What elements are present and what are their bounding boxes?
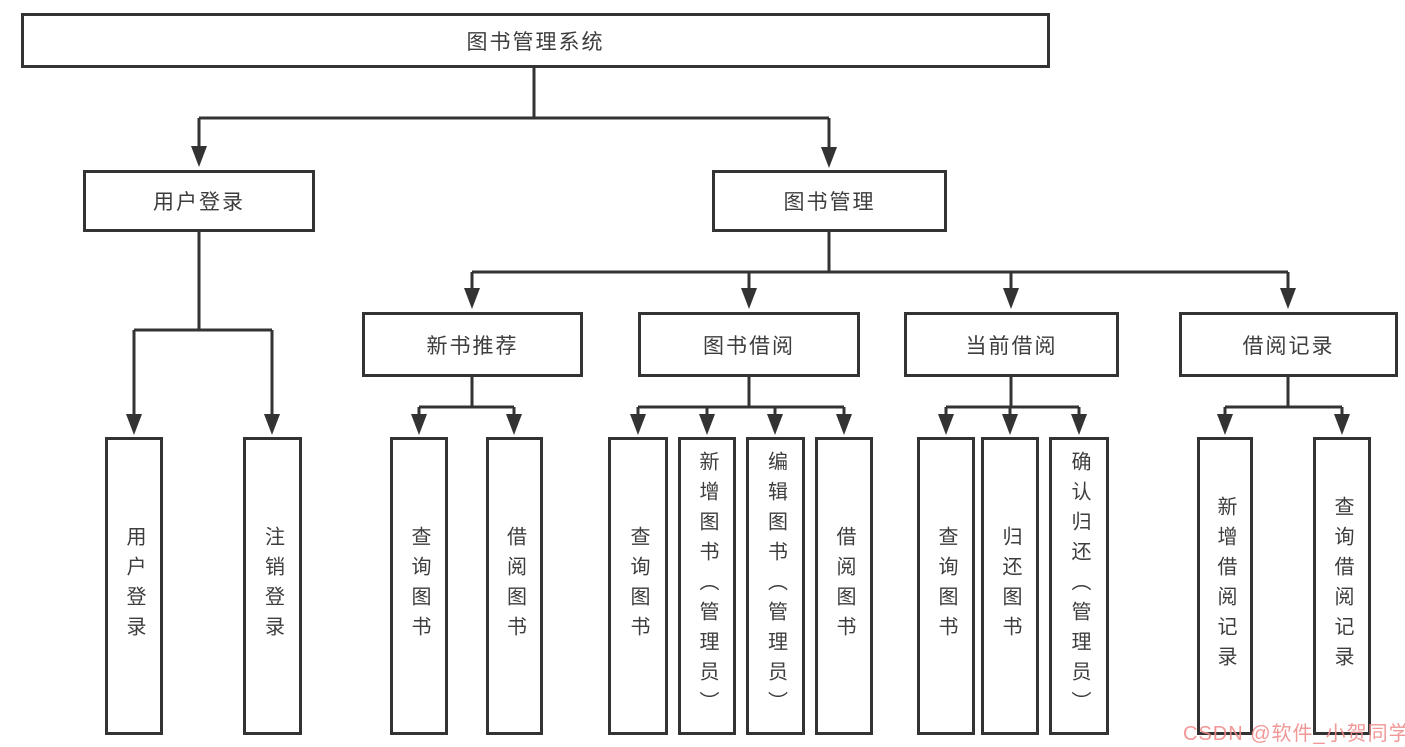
leaf-borrow-add-books-admin: 新增图书（管理员） [678,437,736,735]
leaf-borrow-borrow-books: 借阅图书 [815,437,873,735]
leaf-borrow-query-books: 查询图书 [608,437,668,735]
leaf-logout: 注销登录 [243,437,302,735]
leaf-current-confirm-return-admin: 确认归还（管理员） [1049,437,1109,735]
arrowheads-level2 [191,146,837,168]
leaf-label: 编辑图书（管理员） [764,451,787,721]
node-book-borrow: 图书借阅 [638,312,860,377]
leaf-recommend-query-books: 查询图书 [390,437,448,735]
leaf-label: 新增借阅记录 [1214,496,1236,676]
leaf-current-query-books: 查询图书 [917,437,975,735]
node-user-login: 用户登录 [83,170,315,232]
leaf-borrow-edit-books-admin: 编辑图书（管理员） [746,437,805,735]
leaf-label: 注销登录 [261,526,284,646]
leaf-records-query-record: 查询借阅记录 [1313,437,1371,735]
leaf-records-add-record: 新增借阅记录 [1197,437,1253,735]
connector-borrow-children [636,377,846,417]
node-root: 图书管理系统 [21,13,1050,68]
connector-management-sections [470,232,1290,291]
leaf-current-return-books: 归还图书 [981,437,1039,735]
leaf-label: 用户登录 [123,526,145,646]
leaf-label: 归还图书 [999,526,1021,646]
leaf-label: 查询图书 [935,526,957,646]
connector-root-to-level2 [197,68,831,150]
node-book-management: 图书管理 [712,170,947,232]
arrowheads-level3 [464,288,1296,309]
leaf-label: 查询借阅记录 [1331,496,1353,676]
node-borrow-records: 借阅记录 [1179,312,1398,377]
arrowheads-login-children [126,414,280,435]
connector-current-children [944,377,1081,417]
connector-recommend-children [417,377,516,417]
connector-records-children [1223,377,1344,417]
leaf-label: 查询图书 [627,526,649,646]
connector-login-children [132,232,274,417]
leaf-label: 借阅图书 [833,526,855,646]
leaf-recommend-borrow-books: 借阅图书 [486,437,543,735]
leaf-label: 新增图书（管理员） [696,451,718,721]
leaf-user-login: 用户登录 [105,437,163,735]
leaf-label: 借阅图书 [503,526,526,646]
csdn-watermark: CSDN @软件_小贺同学 [1183,723,1405,745]
leaf-label: 查询图书 [408,526,430,646]
node-current-borrow: 当前借阅 [904,312,1119,377]
leaf-label: 确认归还（管理员） [1068,451,1090,721]
arrowheads-leaves [411,414,1350,435]
node-new-book-recommend: 新书推荐 [362,312,583,377]
